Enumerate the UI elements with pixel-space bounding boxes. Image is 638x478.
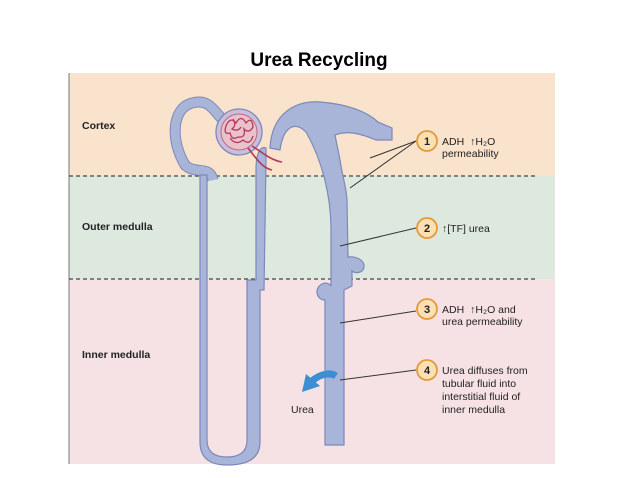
step1-line2: permeability (442, 148, 499, 160)
step2-pointer (339, 227, 417, 247)
step3-pointer (339, 310, 417, 324)
step4-line4: inner medulla (442, 404, 505, 416)
step-4: 4 Urea diffuses from tubular fluid into … (416, 359, 528, 416)
step-1: 1 ADH ↑H₂O permeability (416, 130, 499, 160)
pointer-lines (339, 140, 417, 381)
step1-pointer-a (369, 140, 417, 159)
glomerulus-tuft (220, 113, 258, 151)
urea-arrow-head (302, 374, 320, 392)
step1-line1-suffix: H₂O (475, 136, 495, 148)
loop-of-henle (199, 146, 267, 466)
step2-number: 2 (424, 223, 430, 235)
slide-title: Urea Recycling (250, 50, 388, 71)
step3-up-arrow: ↑ (470, 304, 475, 316)
inner-medulla-zone (69, 279, 555, 464)
step4-line2: tubular fluid into (442, 378, 516, 390)
urea-label: Urea (291, 404, 314, 416)
step3-line2: urea permeability (442, 316, 523, 328)
step4-pointer (339, 369, 417, 381)
step2-line1-suffix: [TF] urea (447, 223, 490, 235)
inner-medulla-label: Inner medulla (82, 349, 150, 361)
collecting-duct (269, 101, 393, 446)
step1-pointer-b (349, 140, 417, 189)
glomerulus (215, 108, 283, 171)
step3-line1-prefix: ADH (442, 304, 464, 316)
step3-badge (416, 298, 438, 320)
step-2: 2 ↑[TF] urea (416, 217, 490, 239)
step2-up-arrow: ↑ (442, 223, 447, 235)
step1-line1-prefix: ADH (442, 136, 464, 148)
proximal-tubule-fill (170, 97, 230, 170)
step4-number: 4 (424, 365, 431, 377)
step3-line1: ADH ↑H₂O and (442, 304, 516, 316)
step3-number: 3 (424, 304, 430, 316)
step4-badge (416, 359, 438, 381)
step-3: 3 ADH ↑H₂O and urea permeability (416, 298, 523, 328)
outer-medulla-label: Outer medulla (82, 221, 153, 233)
step3-line1-suffix: H₂O and (475, 304, 515, 316)
urea-arrow (302, 370, 338, 392)
step4-line1: Urea diffuses from (442, 365, 528, 377)
step1-number: 1 (424, 136, 430, 148)
outer-medulla-zone (69, 176, 555, 279)
step2-line1: ↑[TF] urea (442, 223, 490, 235)
cortex-label: Cortex (82, 120, 115, 132)
step4-line3: interstitial fluid of (442, 391, 520, 403)
nephron-tubule (169, 96, 393, 466)
urea-arrow-shaft (309, 370, 338, 384)
step1-line1: ADH ↑H₂O (442, 136, 495, 148)
afferent-arteriole (247, 145, 283, 171)
step1-up-arrow: ↑ (470, 136, 475, 148)
step2-badge (416, 217, 438, 239)
proximal-descent-bend-fill (181, 161, 218, 182)
step1-badge (416, 130, 438, 152)
capillary-loops (224, 117, 254, 144)
